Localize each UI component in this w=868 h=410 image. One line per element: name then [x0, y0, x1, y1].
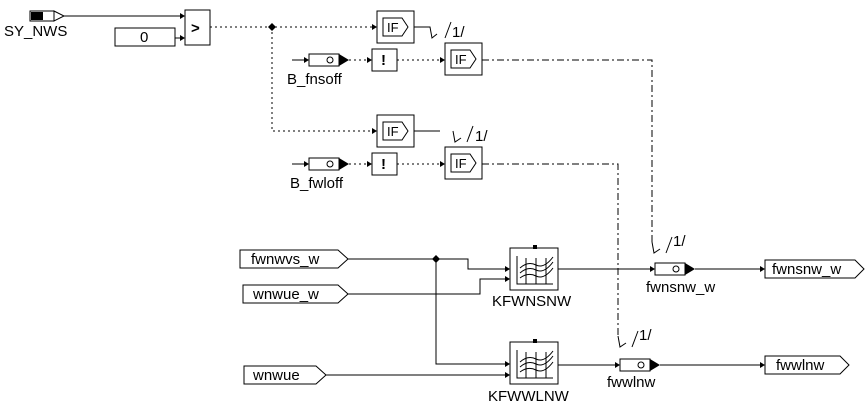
fwnsnw-w-output-label: fwnsnw_w: [772, 261, 841, 278]
b-fnsoff-input[interactable]: B_fnsoff: [287, 53, 349, 88]
not-block-2-op: !: [381, 156, 386, 173]
b-fwloff-input[interactable]: B_fwloff: [290, 157, 349, 192]
fwwlnw-signal[interactable]: fwwlnw: [607, 358, 660, 391]
marker-4: 1/: [639, 327, 652, 344]
wnwue-input[interactable]: wnwue: [243, 365, 327, 385]
wnwue-label: wnwue: [252, 367, 300, 384]
not-block-2[interactable]: !: [371, 152, 398, 176]
branch-junction-2: [432, 255, 440, 263]
b-fnsoff-label: B_fnsoff: [287, 71, 343, 88]
if-block-3-label: IF: [387, 124, 399, 139]
if-block-3[interactable]: IF: [376, 114, 415, 148]
if-block-1-label: IF: [387, 20, 399, 35]
const-zero-box[interactable]: 0: [114, 27, 176, 47]
fwnwvs-w-input[interactable]: fwnwvs_w: [239, 249, 349, 269]
sy-nws-label: SY_NWS: [4, 23, 67, 40]
wnwue-w-input[interactable]: wnwue_w: [242, 284, 349, 304]
if-block-2-label: IF: [455, 52, 467, 67]
compare-block[interactable]: >: [184, 9, 211, 46]
wnwue-w-label: wnwue_w: [252, 286, 319, 303]
kfwnsnw-label: KFWNSNW: [492, 293, 572, 310]
if-block-4[interactable]: IF: [444, 146, 483, 180]
fwwlnw-signal-label: fwwlnw: [607, 374, 656, 391]
kfwwlnw-label: KFWWLNW: [488, 388, 570, 405]
if-block-1[interactable]: IF: [376, 10, 415, 44]
marker-1: 1/: [452, 24, 465, 41]
branch-junction: [268, 23, 276, 31]
fwnsnw-w-output[interactable]: fwnsnw_w: [764, 259, 865, 279]
not-block-1[interactable]: !: [371, 48, 398, 72]
fwnsnw-w-signal-label: fwnsnw_w: [646, 279, 715, 296]
marker-3: 1/: [673, 233, 686, 250]
fwnwvs-w-label: fwnwvs_w: [251, 251, 320, 268]
kfwnsnw-block[interactable]: KFWNSNW: [492, 245, 572, 310]
const-zero-value: 0: [140, 29, 148, 46]
compare-operator: >: [191, 20, 200, 37]
sy-nws-input[interactable]: SY_NWS: [4, 10, 67, 40]
fwnsnw-w-signal[interactable]: fwnsnw_w: [646, 262, 715, 296]
if-block-2[interactable]: IF: [444, 42, 483, 76]
not-block-1-op: !: [381, 52, 386, 69]
fwwlnw-output-label: fwwlnw: [776, 357, 825, 374]
if-block-4-label: IF: [455, 156, 467, 171]
fwwlnw-output[interactable]: fwwlnw: [764, 355, 850, 375]
marker-2: 1/: [475, 128, 488, 145]
b-fwloff-label: B_fwloff: [290, 175, 344, 192]
kfwwlnw-block[interactable]: KFWWLNW: [488, 339, 570, 405]
